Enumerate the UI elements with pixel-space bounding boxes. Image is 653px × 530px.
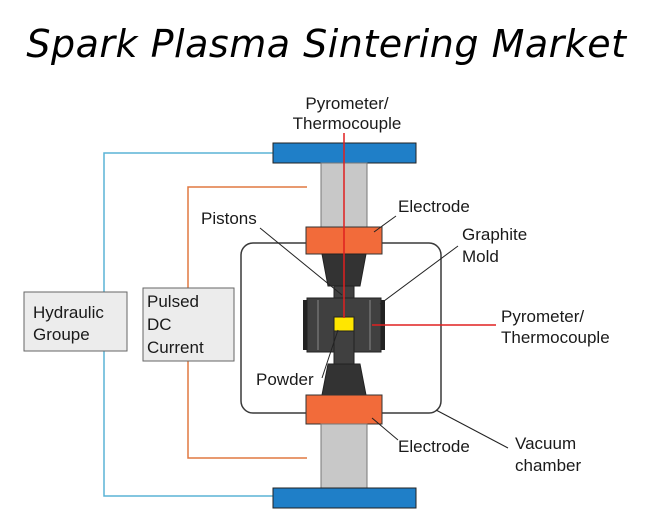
hydraulic-label-2: Groupe — [33, 325, 90, 344]
pyrometer-right-label-2: Thermocouple — [501, 328, 610, 347]
graphite-mold-label: Graphite — [462, 225, 527, 244]
hydraulic-box — [23, 291, 128, 352]
pulsed-dc-box — [142, 287, 235, 362]
electrode-bottom-label: Electrode — [398, 437, 470, 456]
page-title: Spark Plasma Sintering Market — [26, 22, 627, 66]
hydraulic-label: Hydraulic — [33, 303, 104, 322]
electrode-bottom-leader — [371, 417, 399, 441]
bottom-plate — [272, 487, 417, 509]
pyrometer-right-label: Pyrometer/ — [501, 307, 584, 326]
graphite-mold-label-2: Mold — [462, 247, 499, 266]
vacuum-leader — [435, 409, 509, 449]
pistons-label: Pistons — [201, 209, 257, 228]
mold-left-edge — [303, 300, 307, 350]
pyrometer-top-label: Pyrometer/ — [305, 94, 388, 113]
bottom-electrode — [305, 394, 383, 425]
electrode-top-label: Electrode — [398, 197, 470, 216]
vacuum-chamber-label: Vacuum — [515, 434, 576, 453]
bottom-rod — [320, 423, 368, 489]
pulsed-dc-label-3: Current — [147, 338, 204, 357]
pulsed-dc-label: Pulsed — [147, 292, 199, 311]
pyrometer-top-label-2: Thermocouple — [293, 114, 402, 133]
electrode-top-leader — [373, 215, 397, 233]
powder-label: Powder — [256, 370, 314, 389]
bottom-spacer — [321, 363, 367, 396]
graphite-leader — [379, 245, 459, 305]
powder-leader — [321, 329, 339, 379]
vacuum-chamber-label-2: chamber — [515, 456, 581, 475]
bottom-piston — [333, 330, 355, 365]
powder-sample — [333, 316, 355, 332]
pistons-leader — [259, 227, 343, 296]
pulsed-dc-label-2: DC — [147, 315, 172, 334]
